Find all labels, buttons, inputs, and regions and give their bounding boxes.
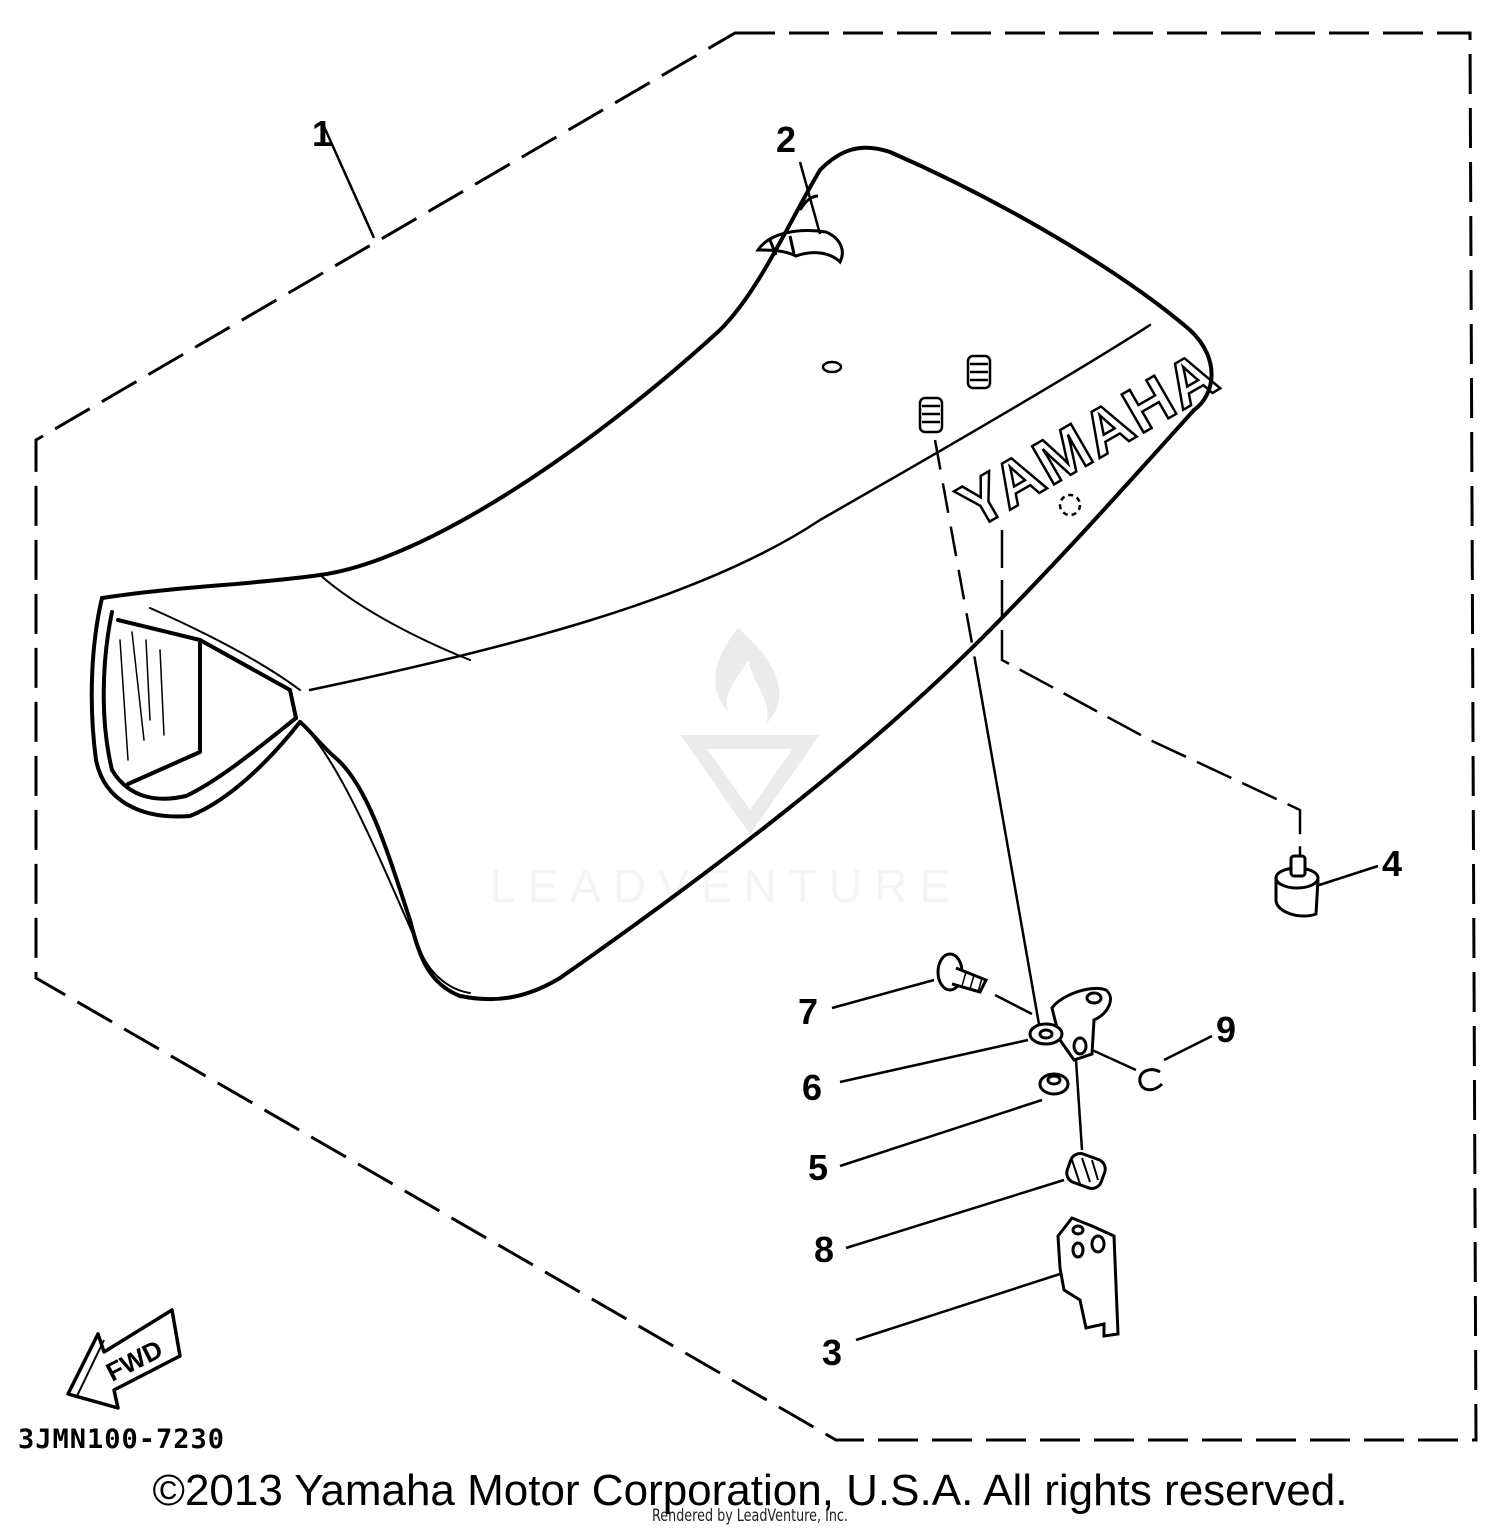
callout-4: 4 xyxy=(1382,843,1402,884)
seat-studs xyxy=(821,354,1082,517)
callout-9: 9 xyxy=(1216,1009,1236,1050)
callout-1: 1 xyxy=(312,113,332,154)
fwd-arrow-icon: FWD xyxy=(66,1308,182,1410)
copyright-notice: ©2013 Yamaha Motor Corporation, U.S.A. A… xyxy=(152,1466,1348,1515)
spring-part-8 xyxy=(1065,1152,1107,1190)
drawing-code: 3JMN100-7230 xyxy=(18,1424,225,1455)
assembly-boundary xyxy=(34,31,1478,1442)
watermark-text: LEADVENTURE xyxy=(490,860,962,912)
clip-part-9 xyxy=(1138,1068,1164,1092)
callout-5: 5 xyxy=(808,1147,828,1188)
seat-logo: YAMAHA xyxy=(946,336,1231,542)
callout-7: 7 xyxy=(798,991,818,1032)
washer-part-6 xyxy=(1028,1022,1064,1046)
callout-3: 3 xyxy=(822,1332,842,1373)
leader-lines xyxy=(320,121,1379,1342)
callout-2: 2 xyxy=(776,119,796,160)
grommet-part-5 xyxy=(1038,1072,1070,1096)
leadventure-watermark: LEADVENTURE xyxy=(490,628,962,912)
callout-6: 6 xyxy=(802,1067,822,1108)
seat-strap xyxy=(755,194,844,265)
latch-plate xyxy=(1050,987,1112,1062)
seat-assembly xyxy=(89,145,1214,1002)
damper-part-4 xyxy=(1274,854,1320,918)
screw-part-7 xyxy=(936,952,989,994)
bracket-part-3 xyxy=(1056,1216,1120,1338)
callout-8: 8 xyxy=(814,1229,834,1270)
rendered-by-notice: Rendered by LeadVenture, Inc. xyxy=(652,1506,848,1526)
